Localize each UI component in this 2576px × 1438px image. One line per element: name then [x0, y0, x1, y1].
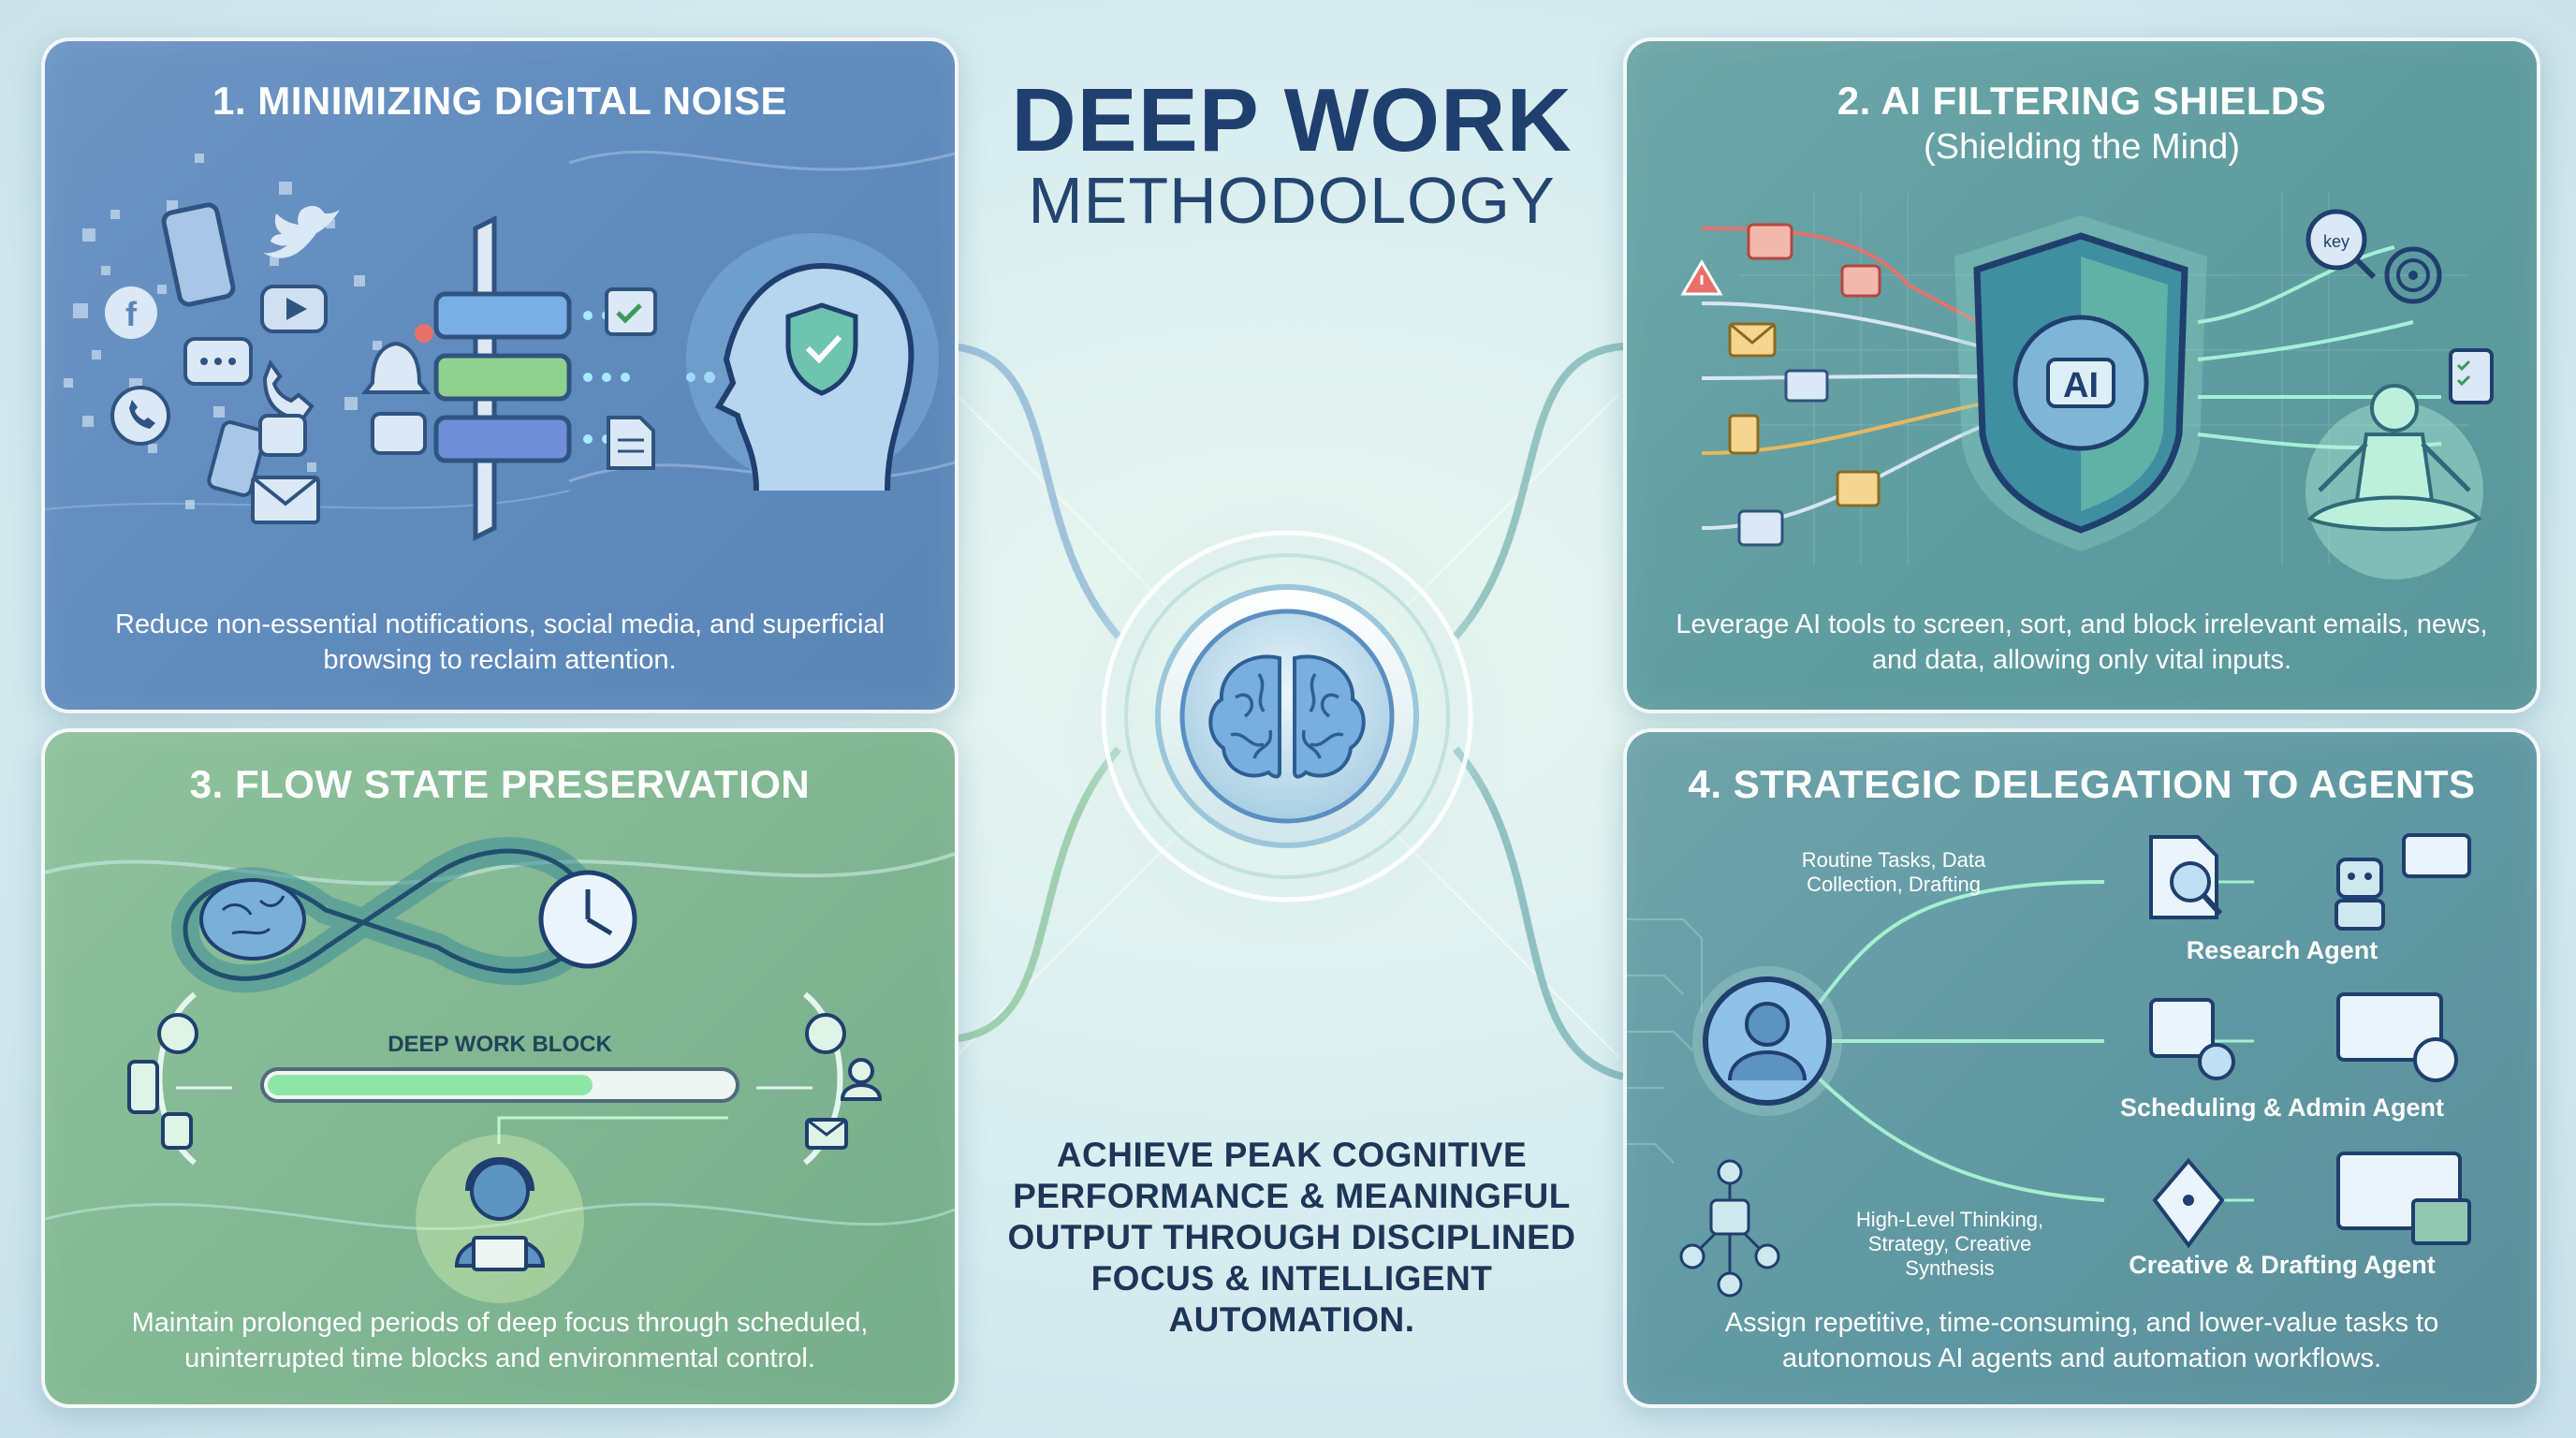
card-description: Leverage AI tools to screen, sort, and b…	[1676, 609, 2488, 675]
card-title: 4. STRATEGIC DELEGATION TO AGENTS	[1688, 762, 2476, 806]
email-icon	[1728, 322, 1777, 358]
smartphone-icon	[127, 1060, 159, 1114]
phone-icon	[262, 359, 315, 422]
card-title: 2. AI FILTERING SHIELDS	[1837, 79, 2327, 123]
card-title: 1. MINIMIZING DIGITAL NOISE	[212, 79, 787, 123]
email-icon	[251, 476, 320, 524]
card-subtitle: (Shielding the Mind)	[1924, 127, 2240, 167]
chat-icon	[183, 337, 253, 386]
network-icon	[1679, 1159, 1780, 1298]
gear-calendar-icon	[2149, 998, 2235, 1080]
target-icon	[2384, 246, 2442, 304]
deep-work-block-label: DEEP WORK BLOCK	[388, 1032, 612, 1057]
whatsapp-icon	[157, 1013, 198, 1054]
noise-illustration: f	[45, 150, 955, 542]
filtering-illustration: AI key	[1680, 191, 2494, 580]
facebook-icon: f	[105, 286, 157, 339]
card-description: Maintain prolonged periods of deep focus…	[131, 1308, 869, 1373]
headphones-person-icon	[416, 1135, 584, 1303]
image-window-icon	[2336, 1152, 2471, 1245]
search-doc-icon	[2149, 835, 2223, 919]
creative-agent-label: Creative & Drafting Agent	[2129, 1251, 2436, 1279]
clock-icon	[538, 870, 637, 969]
shield-brain-icon	[1954, 215, 2207, 551]
card-description: Reduce non-essential notifications, soci…	[114, 609, 886, 675]
twitter-icon	[263, 205, 340, 258]
svg-text:f: f	[125, 295, 138, 333]
meditation-icon	[2305, 384, 2483, 580]
card-description: Assign repetitive, time-consuming, and l…	[1724, 1308, 2439, 1373]
card-minimizing-digital-noise: 1. MINIMIZING DIGITAL NOISE f	[41, 37, 959, 713]
chat-icon	[2402, 833, 2471, 878]
deep-work-progress-fill	[268, 1075, 593, 1095]
user-icon	[1692, 966, 1842, 1116]
bell-icon	[360, 324, 433, 394]
page-title: DEEP WORK	[1011, 70, 1573, 170]
document-icon	[607, 416, 655, 470]
brain-icon	[199, 878, 306, 961]
checklist-icon	[2449, 348, 2494, 404]
card-flow-state-preservation: 3. FLOW STATE PRESERVATION	[41, 728, 959, 1408]
email-icon	[805, 1118, 848, 1150]
head-shield-icon	[686, 233, 939, 492]
page-subtitle: METHODOLOGY	[1028, 164, 1556, 237]
pen-tool-icon	[2152, 1157, 2225, 1249]
routine-tasks-label: Routine Tasks, Data Collection, Drafting	[1801, 848, 1986, 896]
high-level-thinking-label: High-Level Thinking, Strategy, Creative …	[1855, 1208, 2044, 1280]
card-title: 3. FLOW STATE PRESERVATION	[189, 762, 811, 806]
robot-icon	[2334, 858, 2385, 931]
shield-label: AI	[2063, 366, 2099, 405]
key-search-icon	[2305, 209, 2377, 280]
youtube-icon	[260, 285, 328, 333]
clock-icon	[2336, 992, 2458, 1082]
whatsapp-icon	[110, 386, 170, 446]
brain-icon	[1208, 654, 1366, 779]
smartphone-icon	[161, 202, 236, 307]
delegation-illustration	[1627, 833, 2471, 1298]
flow-illustration	[45, 837, 955, 1303]
scheduling-agent-label: Scheduling & Admin Agent	[2120, 1093, 2444, 1122]
user-icon	[840, 1058, 883, 1101]
clock-icon	[805, 1013, 846, 1054]
key-label: key	[2323, 232, 2349, 251]
card-strategic-delegation: 4. STRATEGIC DELEGATION TO AGENTS	[1623, 728, 2540, 1408]
calendar-icon	[605, 287, 657, 336]
card-ai-filtering-shields: 2. AI FILTERING SHIELDS (Shielding the M…	[1623, 37, 2540, 713]
tagline: ACHIEVE PEAK COGNITIVE PERFORMANCE & MEA…	[1007, 1136, 1576, 1339]
research-agent-label: Research Agent	[2186, 936, 2378, 964]
warning-icon	[1680, 259, 1723, 296]
